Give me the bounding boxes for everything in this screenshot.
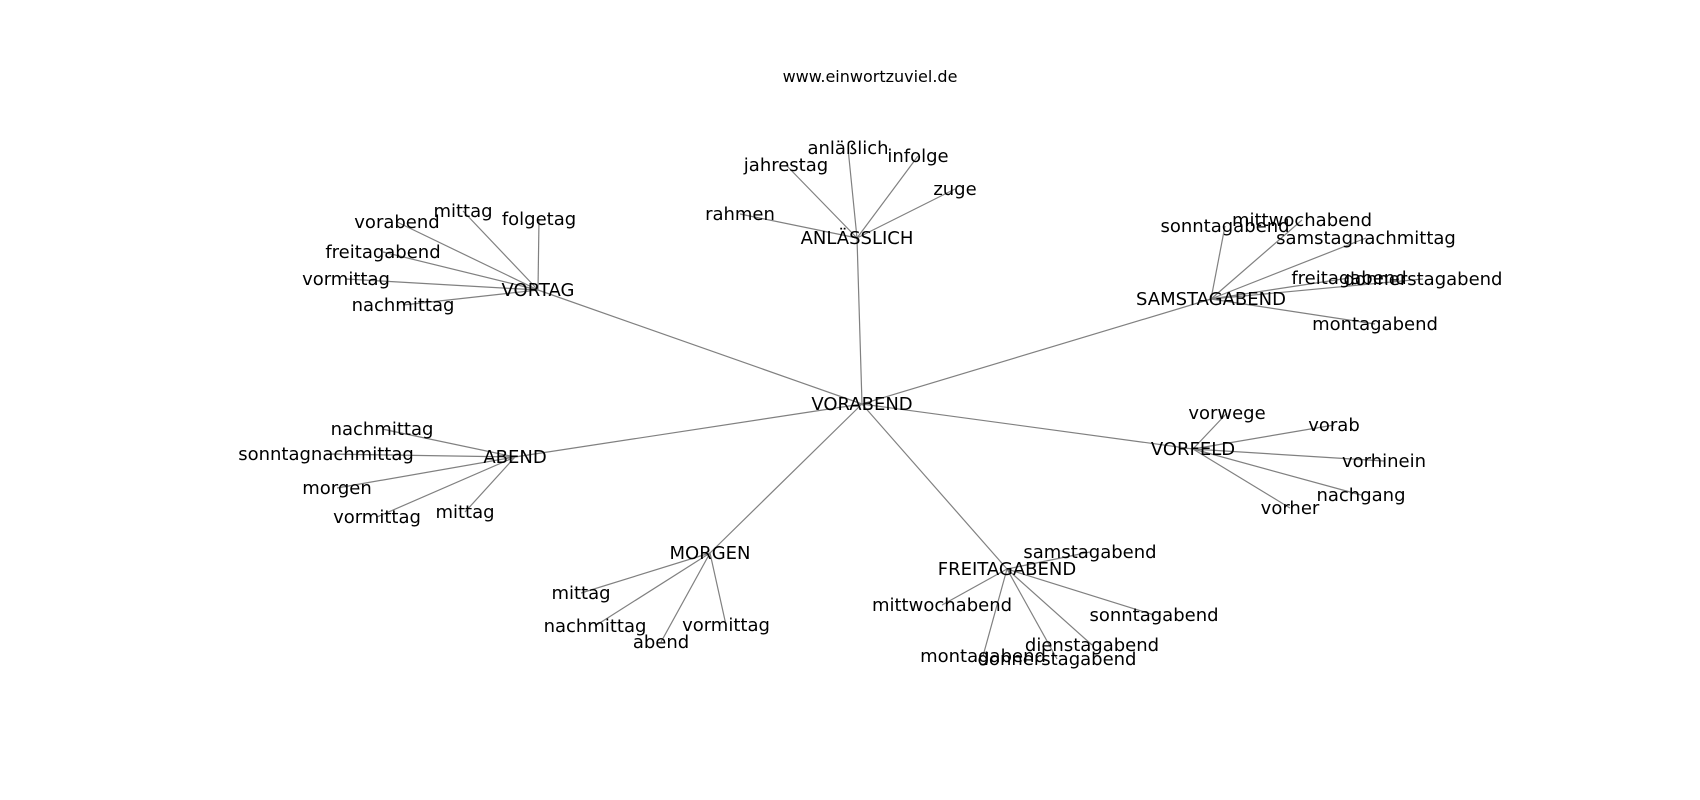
- leaf-node-samstagabend-2: samstagnachmittag: [1276, 228, 1456, 249]
- edge-center-anlasslich: [856, 237, 863, 405]
- edge-morgen-leaf-2: [660, 552, 711, 643]
- leaf-node-vortag-2: folgetag: [502, 209, 576, 230]
- labels-layer: VORABEND ANLÄSSLICH rahmen jahrestaganläßli…: [238, 138, 1502, 670]
- leaf-node-freitagabend-2: sonntagabend: [1089, 605, 1218, 626]
- hub-node-anlasslich: ANLÄSSLICH: [801, 228, 914, 249]
- leaf-node-abend-2: morgen: [302, 478, 372, 499]
- leaf-node-freitagabend-5: donnerstagabend: [978, 649, 1137, 670]
- leaf-node-freitagabend-1: mittwochabend: [872, 595, 1012, 616]
- edge-center-vorfeld: [861, 403, 1194, 450]
- leaf-node-abend-1: sonntagnachmittag: [238, 444, 414, 465]
- leaf-node-anlasslich-4: zuge: [933, 179, 976, 200]
- edge-vorfeld-leaf-4: [1192, 448, 1291, 509]
- edge-vorfeld-leaf-2: [1192, 448, 1385, 462]
- edge-freitagabend-leaf-0: [1006, 551, 1091, 570]
- leaf-node-samstagabend-5: montagabend: [1312, 314, 1438, 335]
- edge-abend-leaf-1: [325, 453, 516, 458]
- leaf-node-anlasslich-3: infolge: [887, 146, 948, 167]
- leaf-node-vorfeld-2: vorhinein: [1342, 451, 1426, 472]
- leaf-node-abend-4: mittag: [435, 502, 494, 523]
- edge-center-samstagabend: [861, 298, 1212, 405]
- leaf-node-morgen-0: mittag: [551, 583, 610, 604]
- leaf-node-vorfeld-3: nachgang: [1316, 485, 1405, 506]
- edge-morgen-leaf-3: [709, 552, 727, 626]
- edge-vorfeld-leaf-1: [1192, 424, 1335, 450]
- leaf-node-samstagabend-3: freitagabend: [1291, 268, 1406, 289]
- edge-freitagabend-leaf-1: [941, 568, 1008, 606]
- leaf-node-abend-0: nachmittag: [331, 419, 434, 440]
- edge-center-freitagabend: [861, 403, 1008, 570]
- leaf-node-anlasslich-0: rahmen: [705, 204, 775, 225]
- leaf-node-vortag-5: nachmittag: [352, 295, 455, 316]
- leaf-node-abend-3: vormittag: [333, 507, 421, 528]
- edge-freitagabend-leaf-4: [982, 568, 1008, 657]
- leaf-node-anlasslich-2: anläßlich: [807, 138, 888, 159]
- edge-anlasslich-leaf-2: [847, 147, 858, 239]
- edge-abend-leaf-2: [336, 456, 516, 489]
- graph-title: www.einwortzuviel.de: [783, 67, 958, 86]
- hub-node-samstagabend: SAMSTAGABEND: [1136, 289, 1286, 310]
- edge-abend-leaf-3: [376, 456, 516, 518]
- hub-node-freitagabend: FREITAGABEND: [938, 559, 1076, 580]
- center-node-label: VORABEND: [811, 394, 912, 415]
- edge-center-morgen: [709, 403, 863, 554]
- edge-center-vortag: [537, 289, 863, 405]
- hub-node-abend: ABEND: [483, 447, 546, 468]
- edge-anlasslich-leaf-3: [856, 155, 919, 239]
- leaf-node-anlasslich-1: jahrestag: [743, 155, 828, 176]
- edge-anlasslich-leaf-4: [856, 188, 956, 239]
- edge-morgen-leaf-1: [594, 552, 711, 627]
- leaf-node-samstagabend-0: sonntagabend: [1160, 216, 1289, 237]
- edge-samstagabend-leaf-3: [1210, 277, 1350, 300]
- hub-node-vorfeld: VORFELD: [1151, 439, 1235, 460]
- edge-vortag-leaf-5: [402, 289, 539, 306]
- edge-freitagabend-leaf-5: [1006, 568, 1058, 660]
- leaf-node-freitagabend-0: samstagabend: [1023, 542, 1156, 563]
- edge-vortag-leaf-1: [462, 210, 539, 291]
- edge-samstagabend-leaf-2: [1210, 237, 1367, 300]
- edge-morgen-leaf-0: [580, 552, 711, 594]
- leaf-node-freitagabend-3: dienstagabend: [1025, 635, 1159, 656]
- leaf-node-vortag-3: freitagabend: [325, 242, 440, 263]
- edge-vortag-leaf-2: [537, 218, 540, 291]
- edge-vortag-leaf-0: [396, 221, 539, 291]
- edge-samstagabend-leaf-4: [1210, 278, 1424, 300]
- edge-anlasslich-leaf-0: [739, 213, 858, 239]
- edge-abend-leaf-4: [464, 456, 516, 513]
- edge-center-abend: [514, 403, 863, 458]
- leaf-node-morgen-2: abend: [633, 632, 689, 653]
- edges-layer: [325, 147, 1424, 660]
- hub-node-morgen: MORGEN: [670, 543, 751, 564]
- edge-vortag-leaf-4: [345, 278, 539, 291]
- edge-vortag-leaf-3: [382, 251, 539, 291]
- leaf-node-samstagabend-4: donnerstagabend: [1344, 269, 1503, 290]
- leaf-node-samstagabend-1: mittwochabend: [1232, 210, 1372, 231]
- leaf-node-vorfeld-0: vorwege: [1188, 403, 1265, 424]
- leaf-node-morgen-3: vormittag: [682, 615, 770, 636]
- leaf-node-freitagabend-4: montagabend: [920, 646, 1046, 667]
- leaf-node-vortag-0: vorabend: [354, 212, 439, 233]
- edge-samstagabend-leaf-1: [1210, 219, 1303, 300]
- leaf-node-vorfeld-1: vorab: [1308, 415, 1360, 436]
- leaf-node-vorfeld-4: vorher: [1261, 498, 1320, 519]
- leaf-node-morgen-1: nachmittag: [544, 616, 647, 637]
- edge-vorfeld-leaf-0: [1192, 412, 1228, 450]
- leaf-node-vortag-4: vormittag: [302, 269, 390, 290]
- hub-node-vortag: VORTAG: [502, 280, 575, 301]
- edge-vorfeld-leaf-3: [1192, 448, 1362, 496]
- edge-samstagabend-leaf-0: [1210, 225, 1226, 300]
- leaf-node-vortag-1: mittag: [433, 201, 492, 222]
- edge-abend-leaf-0: [381, 428, 516, 458]
- edge-freitagabend-leaf-3: [1006, 568, 1093, 646]
- edge-samstagabend-leaf-5: [1210, 298, 1376, 325]
- edge-anlasslich-leaf-1: [785, 164, 858, 239]
- edge-freitagabend-leaf-2: [1006, 568, 1155, 616]
